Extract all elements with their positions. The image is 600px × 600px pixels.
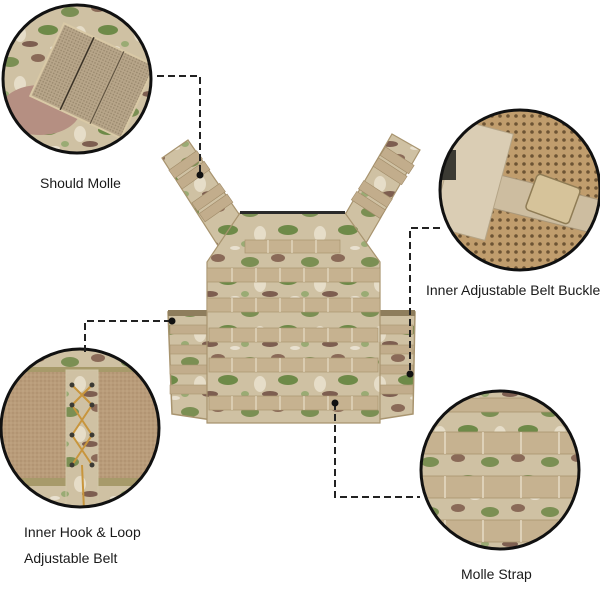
dot-shoulder-molle [196, 171, 204, 179]
connector-hook-loop [84, 320, 172, 352]
shoulder-strap-right [334, 133, 421, 251]
callout-hook-loop-detail [0, 347, 161, 509]
connector-belt-buckle [409, 227, 440, 374]
front-plate [206, 211, 381, 424]
callout-shoulder-molle-detail [1, 3, 153, 155]
dot-belt-buckle [406, 370, 414, 378]
connector-lines [84, 75, 440, 498]
label-adjustable-belt: Adjustable Belt [24, 550, 118, 566]
callout-belt-buckle-detail [438, 108, 600, 272]
dot-molle-strap [331, 399, 339, 407]
connector-shoulder-molle [157, 75, 201, 175]
label-should-molle: Should Molle [40, 175, 121, 191]
label-inner-hook-loop: Inner Hook & Loop [24, 524, 141, 540]
connector-dots [168, 171, 414, 407]
label-molle-strap: Molle Strap [461, 566, 532, 582]
cummerbund-left [167, 310, 213, 421]
connector-molle-strap [334, 403, 420, 498]
label-inner-adjustable-belt-buckle: Inner Adjustable Belt Buckle [426, 282, 600, 298]
callout-molle-strap-detail [419, 389, 581, 551]
dot-hook-loop [168, 317, 176, 325]
